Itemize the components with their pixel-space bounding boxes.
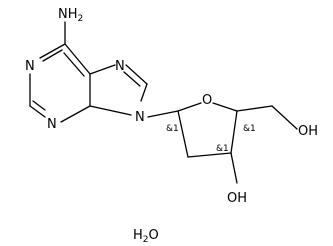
bond <box>63 52 85 77</box>
bond-ch2-oh <box>271 105 298 130</box>
water-subscript: 2 <box>142 235 149 245</box>
bond-hydroxymethyl <box>236 105 273 112</box>
imidazole-ring <box>89 64 148 116</box>
bond <box>123 71 141 87</box>
atom-oh-bottom: OH <box>227 191 247 206</box>
bond-3-oh <box>230 152 238 184</box>
bond <box>39 43 66 59</box>
bond <box>32 100 46 111</box>
bond <box>125 64 148 85</box>
bond <box>89 64 116 75</box>
bond <box>140 83 148 102</box>
bond <box>42 49 63 62</box>
atom-n-glycosidic: N <box>135 110 145 125</box>
bond <box>187 152 232 158</box>
bond <box>212 102 238 112</box>
sugar-ring <box>177 102 238 158</box>
bond <box>230 110 238 154</box>
water-h: H <box>133 228 143 243</box>
water-o: O <box>148 228 159 243</box>
bond <box>64 43 91 75</box>
atom-n-top-left: N <box>25 59 35 74</box>
bond <box>60 105 91 123</box>
bond <box>177 102 202 112</box>
bond-glycosidic <box>147 110 179 118</box>
atom-n-imidazole-top: N <box>115 59 125 74</box>
stereo-label-c4: &1 <box>243 124 256 134</box>
atom-nh2: NH2 <box>58 7 83 24</box>
atom-n-bottom-left: N <box>47 117 57 132</box>
atom-oh-top-right: OH <box>298 124 318 139</box>
bond <box>29 105 46 118</box>
stereo-label-c1: &1 <box>166 124 179 134</box>
pyrimidine-ring <box>29 43 91 123</box>
water-label: H2O <box>133 228 159 245</box>
bond <box>89 105 132 116</box>
stereo-label-c3: &1 <box>216 144 229 154</box>
atom-o-ring: O <box>202 93 212 108</box>
bond <box>177 110 189 158</box>
